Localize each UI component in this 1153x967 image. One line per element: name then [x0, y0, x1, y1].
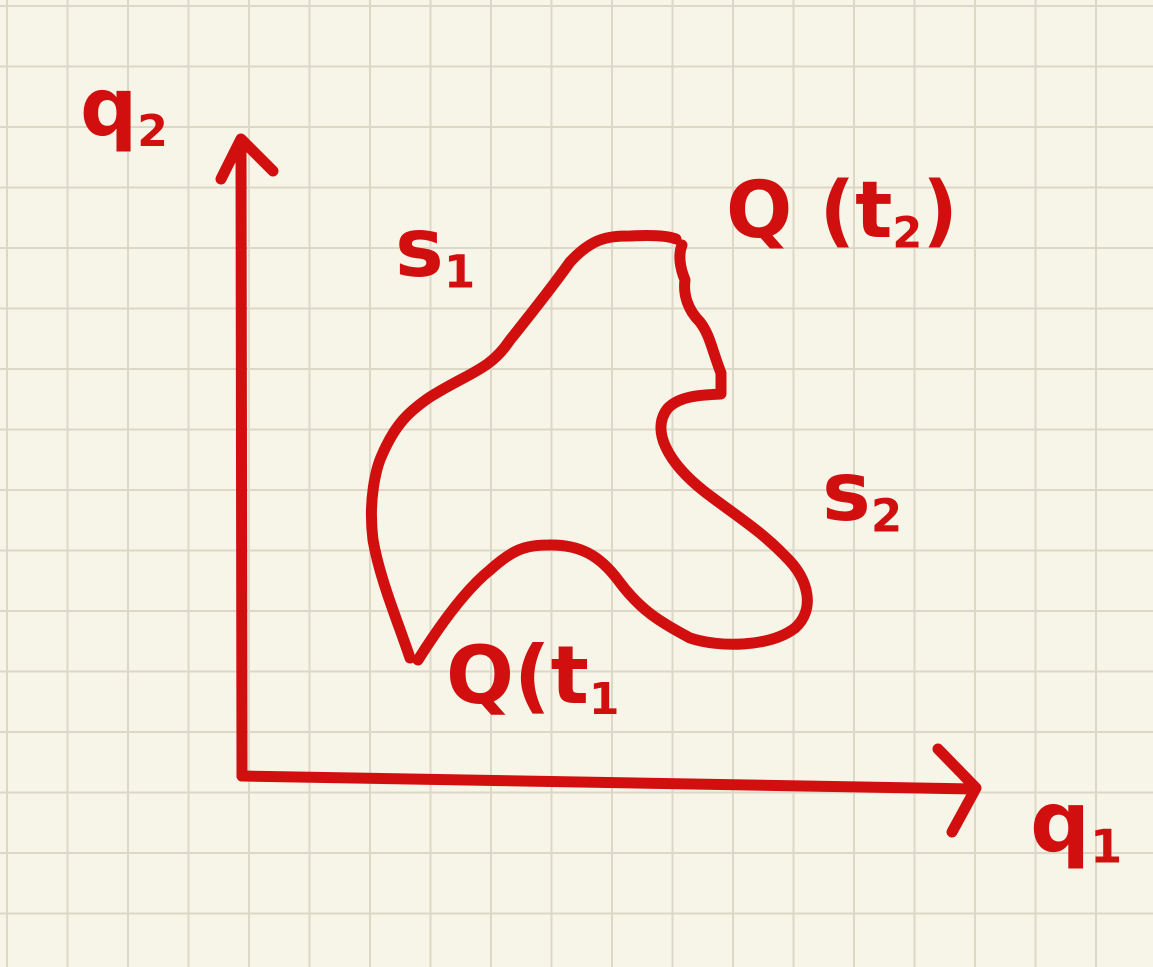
s1-label-subscript: 1 [443, 245, 476, 299]
path-s2 [412, 239, 813, 666]
q1-axis-arrowhead [932, 743, 982, 838]
s2-path-label: s2 [822, 452, 902, 539]
s1-label-base: s [395, 201, 444, 296]
s2-label-base: s [822, 445, 871, 540]
start-point-text: Q(t [446, 629, 589, 722]
end-point-text: Q (t [726, 166, 893, 256]
q2-axis-arrowhead [215, 133, 279, 185]
path-s1 [365, 229, 682, 664]
end-point-label: Q (t2) [726, 172, 958, 256]
end-point-close-paren: ) [922, 166, 958, 256]
start-point-label: Q(t1 [446, 636, 619, 722]
q2-label-subscript: 2 [137, 106, 168, 157]
start-point-subscript: 1 [588, 674, 620, 725]
q2-axis-label: q2 [80, 68, 168, 154]
s1-path-label: s1 [395, 208, 475, 295]
end-point-subscript: 2 [892, 208, 923, 259]
q2-label-base: q [80, 61, 138, 154]
q1-axis-label: q1 [1030, 780, 1122, 870]
q1-label-base: q [1030, 773, 1091, 871]
q2-axis [235, 136, 248, 782]
q1-label-subscript: 1 [1090, 819, 1123, 874]
s2-label-subscript: 2 [870, 489, 903, 543]
q1-axis [236, 770, 980, 795]
